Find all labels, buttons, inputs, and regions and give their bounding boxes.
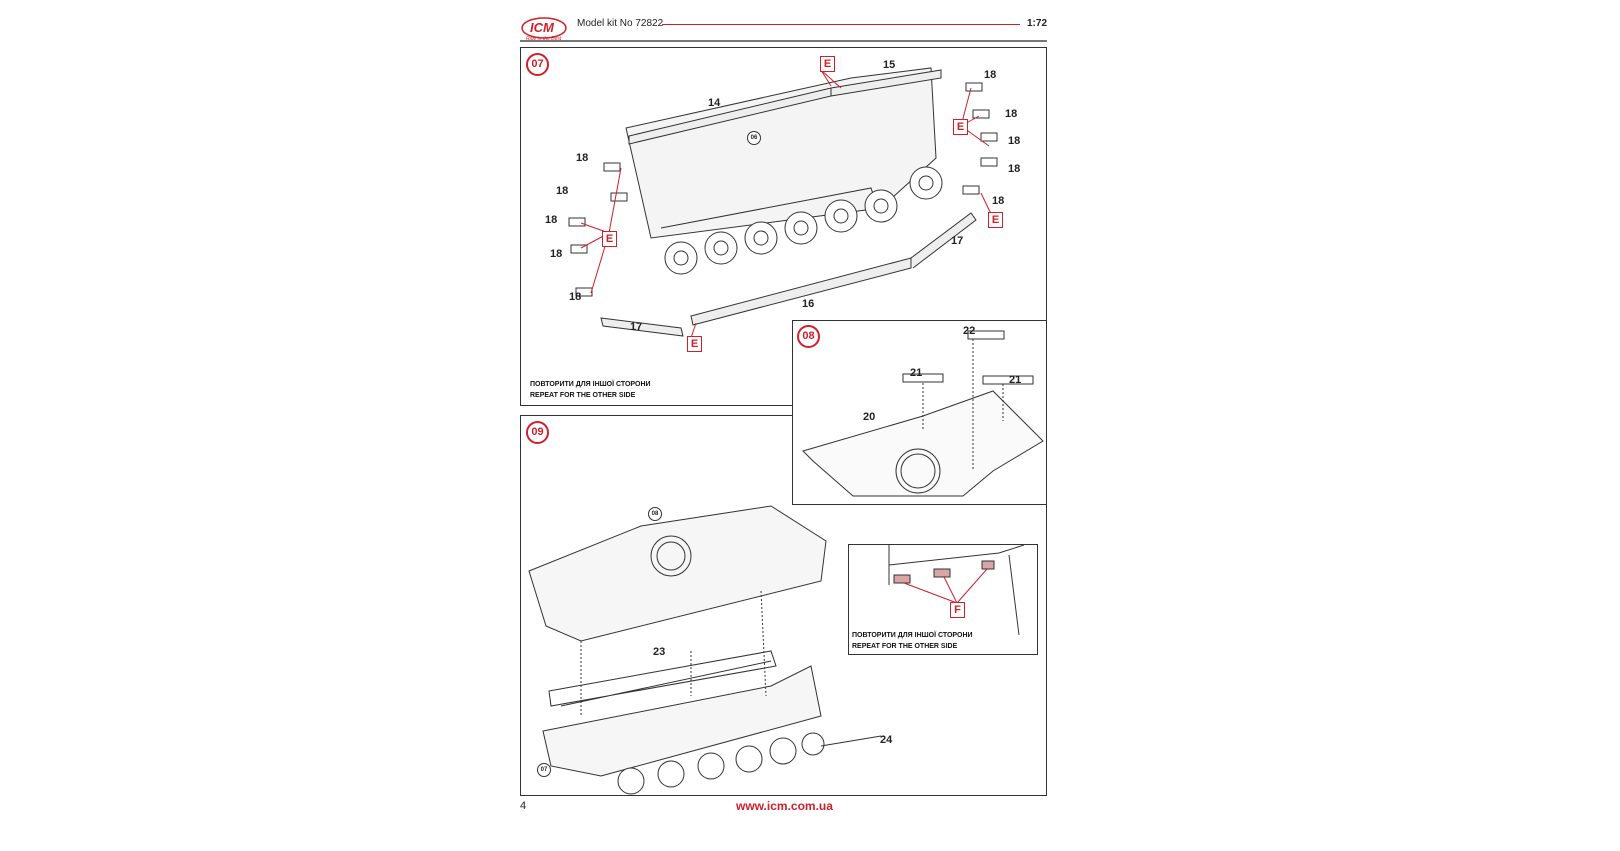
repeat-note-ua: ПОВТОРИТИ ДЛЯ ІНШОЇ СТОРОНИ — [530, 381, 651, 388]
part-number: 23 — [653, 646, 666, 658]
page-number: 4 — [520, 800, 527, 812]
part-number: 18 — [992, 195, 1005, 207]
part-number: 18 — [569, 291, 582, 303]
part-number: 21 — [1009, 374, 1022, 386]
reference-step: 08 — [648, 507, 662, 521]
repeat-note-ua: ПОВТОРИТИ ДЛЯ ІНШОЇ СТОРОНИ — [852, 632, 973, 639]
part-number: 16 — [802, 298, 815, 310]
repeat-note: ПОВТОРИТИ ДЛЯ ІНШОЇ СТОРОНИ REPEAT FOR TH… — [530, 379, 651, 401]
glue-marker-e: E — [687, 336, 702, 352]
reference-step: 06 — [747, 131, 761, 145]
glue-marker-e: E — [820, 56, 835, 72]
header-rule — [662, 24, 1020, 25]
part-number: 22 — [963, 325, 976, 337]
website-link[interactable]: www.icm.com.ua — [736, 799, 833, 813]
step-badge: 09 — [526, 421, 549, 444]
part-number: 18 — [556, 185, 569, 197]
step-07-drawing — [568, 67, 998, 339]
part-number: 17 — [951, 235, 964, 247]
part-number: 15 — [883, 59, 896, 71]
part-number: 18 — [576, 152, 589, 164]
part-number: 21 — [910, 367, 923, 379]
step-08-panel: 08 20 21 21 22 — [792, 320, 1047, 505]
step-08-drawing — [802, 330, 1044, 497]
repeat-note-en: REPEAT FOR THE OTHER SIDE — [852, 643, 958, 650]
part-number: 18 — [1008, 135, 1021, 147]
part-number: 18 — [545, 214, 558, 226]
part-number: 18 — [550, 248, 563, 260]
part-number: 18 — [1005, 108, 1018, 120]
kit-number: Model kit No 72822 — [577, 18, 664, 29]
part-number: 20 — [863, 411, 876, 423]
repeat-note: ПОВТОРИТИ ДЛЯ ІНШОЇ СТОРОНИ REPEAT FOR TH… — [852, 630, 973, 652]
icm-logo: ICM Ride in the Best — [520, 14, 570, 44]
repeat-note-en: REPEAT FOR THE OTHER SIDE — [530, 392, 636, 399]
step-badge: 08 — [797, 325, 820, 348]
logo-tagline: Ride in the Best — [526, 36, 562, 42]
header-divider — [520, 40, 1047, 42]
part-number: 18 — [1008, 163, 1021, 175]
reference-step: 07 — [537, 763, 551, 777]
part-number: 24 — [880, 734, 893, 746]
glue-marker-e: E — [988, 212, 1003, 228]
logo-brand: ICM — [530, 20, 554, 35]
part-number: 14 — [708, 97, 721, 109]
scale: 1:72 — [1027, 18, 1048, 29]
glue-marker-e: E — [953, 119, 968, 135]
step-09-panel: 09 08 07 23 24 — [520, 415, 1047, 796]
glue-marker-f: F — [950, 602, 965, 618]
step-09-drawing — [528, 505, 882, 795]
part-number: 17 — [630, 321, 643, 333]
inset-drawing — [888, 545, 1025, 636]
step-badge: 07 — [526, 53, 549, 76]
part-number: 18 — [984, 69, 997, 81]
step-09-inset: F ПОВТОРИТИ ДЛЯ ІНШОЇ СТОРОНИ REPEAT FOR … — [848, 544, 1038, 655]
glue-marker-e: E — [602, 231, 617, 247]
